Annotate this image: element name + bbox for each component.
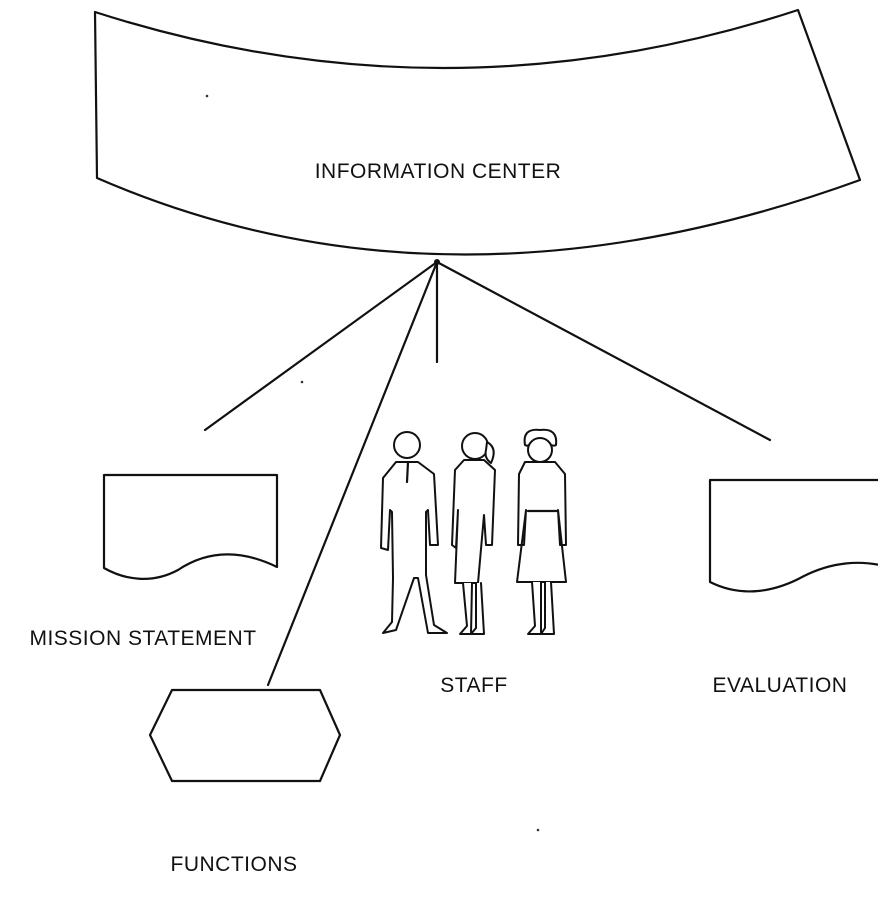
information-center-banner <box>93 8 862 256</box>
woman-figure-icon <box>451 432 496 635</box>
evaluation-label: EVALUATION <box>713 674 848 697</box>
functions-hexagon-icon <box>148 688 342 783</box>
woman-1-body <box>451 459 496 584</box>
woman-1-legs <box>459 582 485 635</box>
connector-evaluation <box>435 260 772 442</box>
mission-statement-label: MISSION STATEMENT <box>29 627 256 650</box>
connector-functions <box>266 260 439 687</box>
connector-lines <box>203 259 772 687</box>
man-body <box>380 461 448 634</box>
information-center-label: INFORMATION CENTER <box>315 160 562 183</box>
functions-label: FUNCTIONS <box>171 853 298 876</box>
man-tie <box>405 460 410 484</box>
hub-point <box>434 259 440 265</box>
woman-2-head <box>527 437 553 463</box>
mission-statement-document-icon <box>102 473 279 580</box>
mission-statement-node: MISSION STATEMENT <box>29 473 279 650</box>
staff-node: STAFF <box>380 428 567 697</box>
woman-1-ponytail <box>484 441 495 464</box>
connector-mission-statement <box>203 260 439 432</box>
woman-2-legs <box>527 581 555 635</box>
functions-node: FUNCTIONS <box>148 688 342 876</box>
staff-label: STAFF <box>440 674 507 697</box>
scan-speckles <box>205 94 540 832</box>
woman-curly-figure-icon <box>516 428 567 635</box>
woman-1-head <box>461 432 489 460</box>
woman-2-body <box>516 461 567 583</box>
man-head <box>393 431 421 459</box>
man-figure-icon <box>380 431 448 634</box>
evaluation-document-icon <box>708 478 878 593</box>
evaluation-node: EVALUATION <box>708 478 878 697</box>
information-center-node: INFORMATION CENTER <box>93 8 862 256</box>
